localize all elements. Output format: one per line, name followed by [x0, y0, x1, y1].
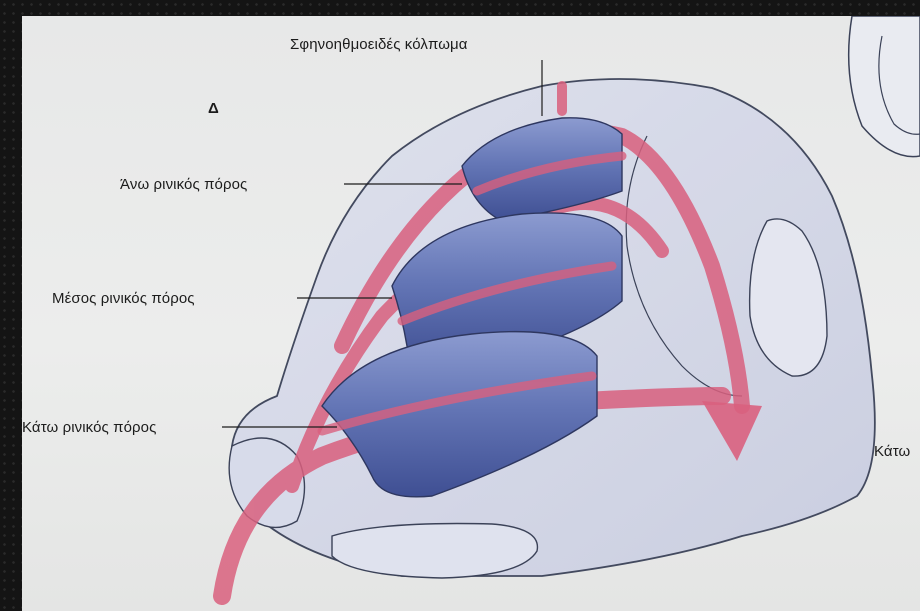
label-cropped-right: Κάτω [874, 443, 910, 460]
label-inferior-meatus: Κάτω ρινικός πόρος [22, 419, 156, 436]
nasal-floor [332, 524, 537, 579]
nasal-cavity-diagram [22, 16, 920, 611]
label-sphenoethmoid-recess: Σφηνοηθμοειδές κόλπωμα [290, 36, 468, 53]
panel-letter: Δ [208, 100, 219, 117]
label-middle-meatus: Μέσος ρινικός πόρος [52, 290, 195, 307]
label-superior-meatus: Άνω ρινικός πόρος [120, 176, 247, 193]
book-page: Δ Σφηνοηθμοειδές κόλπωμα Άνω ρινικός πόρ… [22, 16, 920, 611]
adjacent-structure-top-right [849, 16, 920, 157]
